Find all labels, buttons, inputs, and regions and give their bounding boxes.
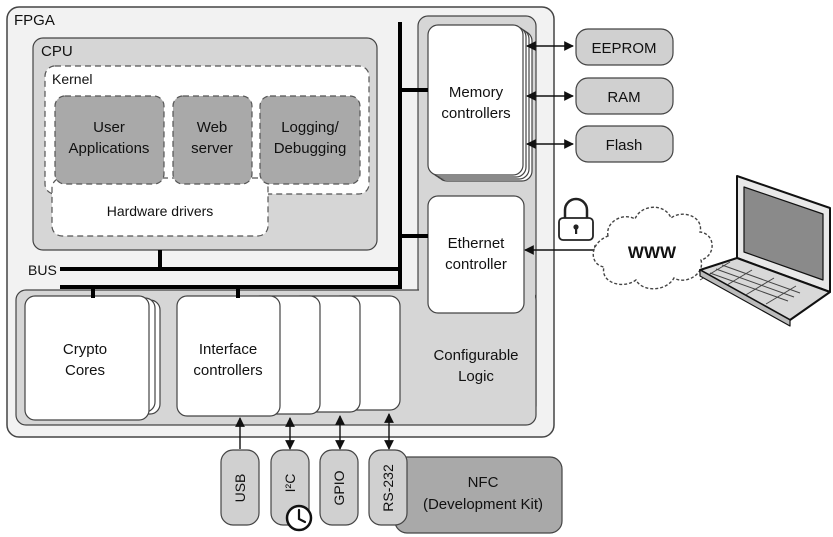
ethernet-controller-box [427, 195, 525, 314]
user-applications-label-2: Applications [69, 140, 150, 157]
port-links [235, 413, 394, 450]
ethernet-controller-label-1: Ethernet [448, 235, 506, 252]
usb-port-label: USB [232, 474, 248, 503]
kernel-label: Kernel [52, 71, 92, 87]
crypto-cores-label-1: Crypto [63, 341, 107, 358]
www-label: WWW [628, 243, 677, 262]
memory-controllers-stack [427, 24, 533, 182]
laptop-icon [699, 175, 831, 327]
nfc-label-2: (Development Kit) [423, 496, 543, 513]
fpga-label: FPGA [14, 12, 55, 29]
rs232-port-box [368, 449, 408, 526]
cloud-icon [592, 206, 713, 290]
web-server-label-1: Web [197, 119, 228, 136]
logging-debugging-label-2: Debugging [274, 140, 347, 157]
rs232-port-label: RS-232 [380, 464, 396, 512]
crypto-cores-stack [24, 295, 161, 421]
configurable-logic-label-2: Logic [458, 368, 494, 385]
bus-label: BUS [28, 262, 57, 278]
crypto-cores-label-2: Cores [65, 362, 105, 379]
gpio-port-box [319, 449, 359, 526]
web-server-label-2: server [191, 140, 233, 157]
ram-label: RAM [607, 89, 640, 106]
gpio-port-label: GPIO [331, 470, 347, 505]
flash-label: Flash [606, 137, 643, 154]
clock-icon [285, 504, 313, 532]
padlock-icon [558, 197, 594, 241]
eeprom-box [575, 28, 674, 66]
configurable-logic-label-1: Configurable [433, 347, 518, 364]
logging-debugging-box [259, 95, 361, 185]
eeprom-label: EEPROM [591, 40, 656, 57]
crypto-cores-box [24, 295, 150, 421]
memory-controllers-label-2: controllers [441, 105, 510, 122]
usb-port-box [220, 449, 260, 526]
interface-controllers-label-1: Interface [199, 341, 257, 358]
memory-controllers-box [427, 24, 524, 176]
web-server-box [172, 95, 253, 185]
user-applications-box [54, 95, 165, 185]
i2c-port-label: I²C [282, 474, 298, 493]
memory-device-links [526, 41, 574, 149]
cpu-label: CPU [41, 43, 73, 60]
interface-controllers-stack [176, 295, 401, 417]
nfc-label-1: NFC [468, 474, 499, 491]
flash-box [575, 125, 674, 163]
memory-controllers-label-1: Memory [449, 84, 504, 101]
nfc-box [394, 456, 563, 534]
hardware-drivers-label: Hardware drivers [107, 203, 214, 219]
ram-box [575, 77, 674, 115]
ethernet-controller-label-2: controller [445, 256, 507, 273]
logging-debugging-label-1: Logging/ [281, 119, 339, 136]
user-applications-label-1: User [93, 119, 125, 136]
interface-controllers-box [176, 295, 281, 417]
hardware-drivers-box [51, 177, 269, 237]
bus-lines [60, 22, 428, 298]
interface-controllers-label-2: controllers [193, 362, 262, 379]
